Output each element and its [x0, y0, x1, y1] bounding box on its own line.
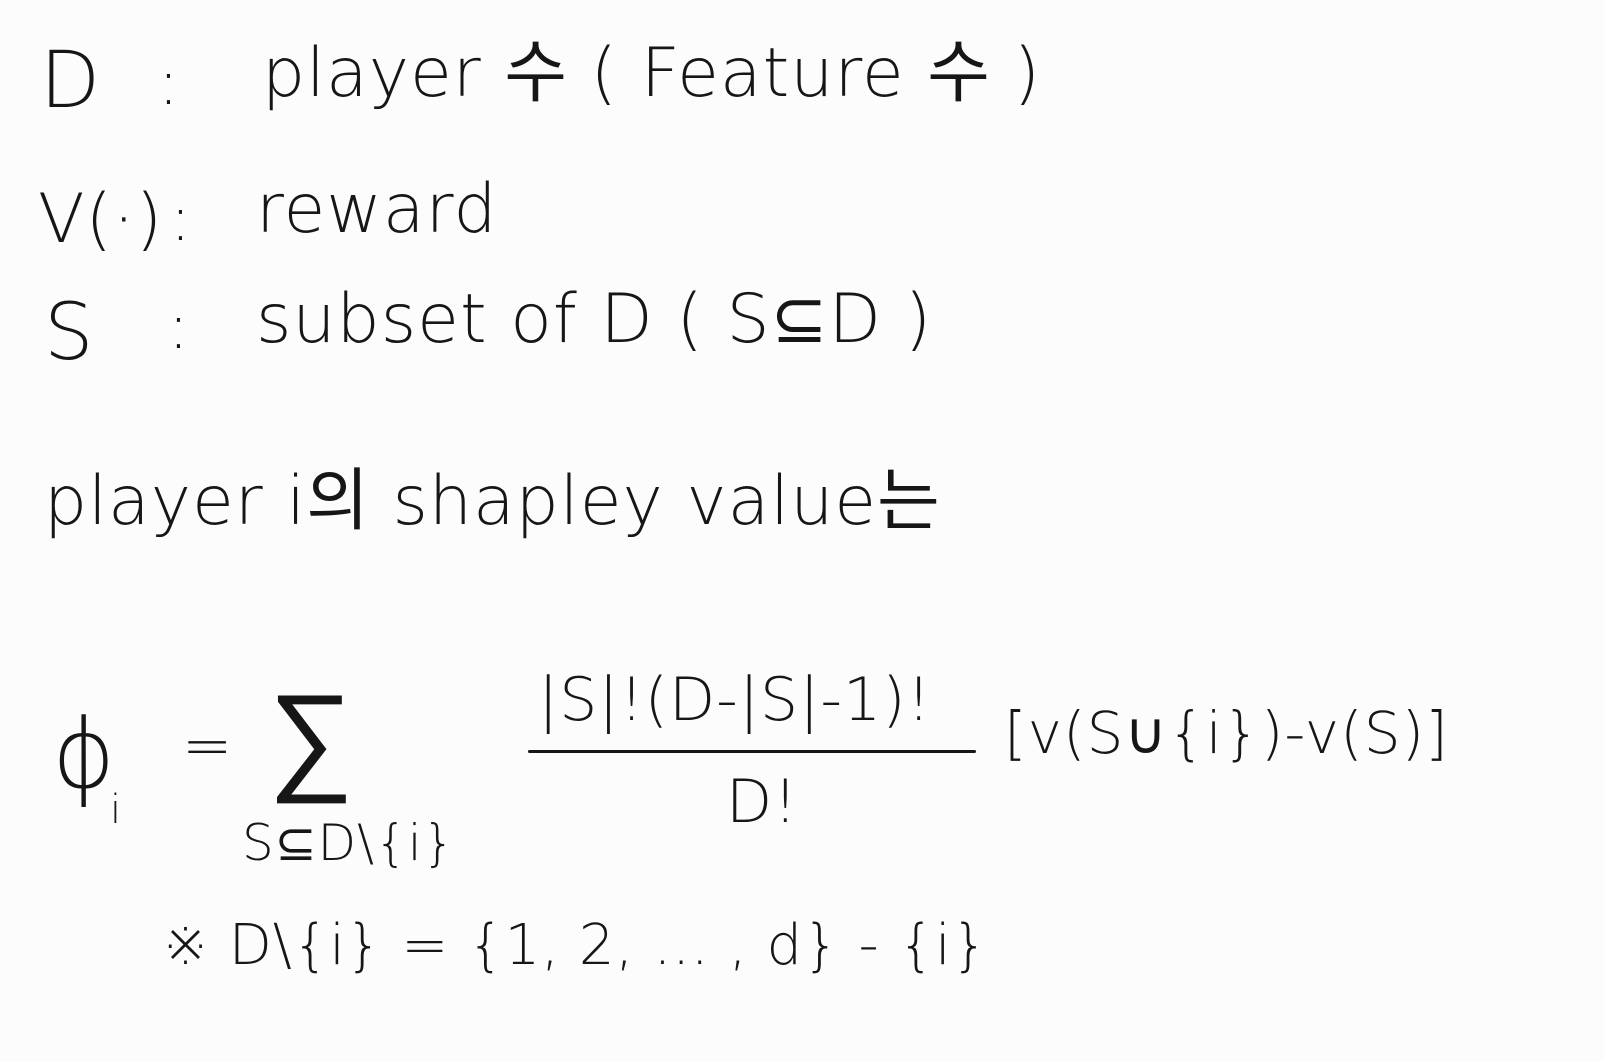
definition-text-s: subset of D ( S⊆D )	[256, 280, 933, 359]
definition-text-d: player 수 ( Feature 수 )	[262, 34, 1041, 113]
definition-symbol-s: S	[44, 288, 95, 378]
phi-symbol: ϕ	[52, 698, 117, 810]
equals-sign: =	[182, 711, 234, 781]
fraction-numerator: |S|!(D-|S|-1)!	[538, 665, 932, 735]
marginal-contribution-term: [v(S∪{i})-v(S)]	[1004, 699, 1449, 767]
shapley-intro-line: player i의 shapley value는	[44, 462, 941, 541]
footnote-set-definition: ※ D\{i} = {1, 2, … , d} - {i}	[162, 913, 989, 978]
fraction-bar	[528, 750, 976, 753]
definition-text-v: reward	[256, 170, 498, 249]
fraction-denominator: D!	[726, 767, 799, 837]
definition-symbol-v: V(·)	[38, 180, 164, 259]
definition-colon: :	[170, 182, 192, 255]
phi-subscript: i	[110, 787, 123, 833]
definition-symbol-d: D	[40, 36, 102, 126]
definition-colon: :	[158, 46, 180, 119]
summation-subscript: S⊆D\{i}	[242, 814, 456, 872]
summation-symbol: ∑	[268, 668, 355, 807]
definition-colon: :	[168, 290, 190, 363]
